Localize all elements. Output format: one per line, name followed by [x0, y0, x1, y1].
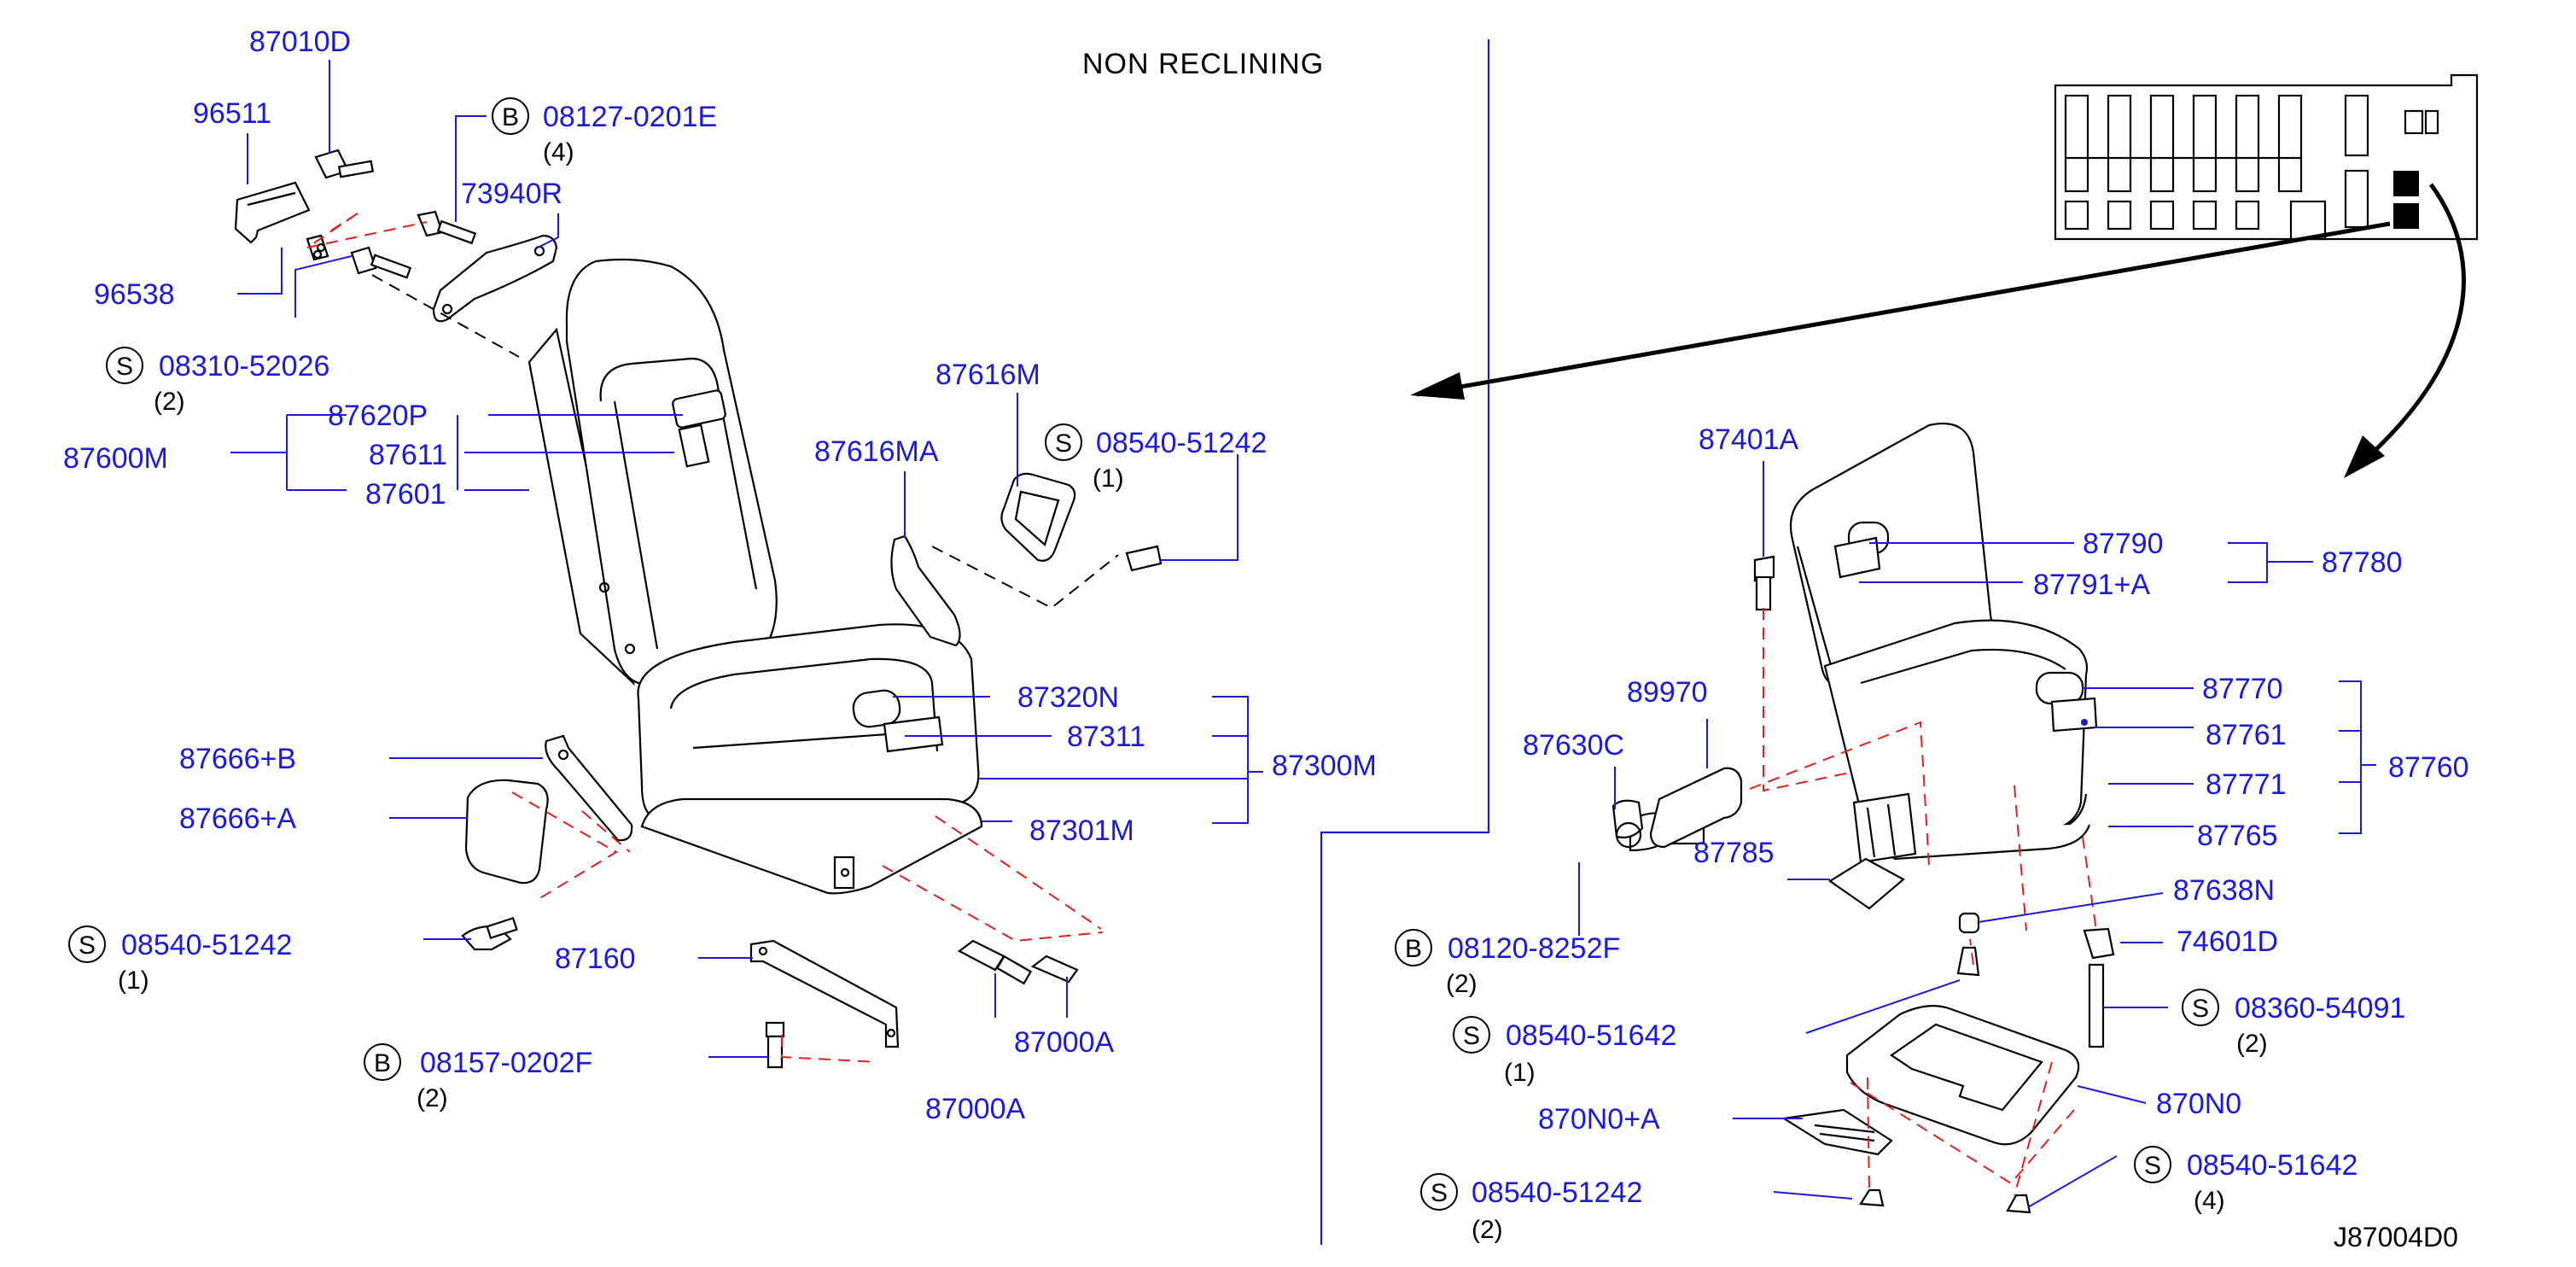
part-08360-54091[interactable]: 08360-54091: [2235, 992, 2405, 1025]
left-hidden-lines: [306, 211, 1119, 1063]
part-08120-8252F[interactable]: 08120-8252F: [1448, 932, 1620, 965]
part-08540-51642-b[interactable]: 08540-51642: [2187, 1149, 2357, 1182]
bolt-icon: [364, 1043, 401, 1081]
screw-prefix: S: [1431, 1179, 1448, 1207]
part-96511[interactable]: 96511: [193, 97, 271, 130]
part-08157-0202F[interactable]: 08157-0202F: [420, 1047, 592, 1079]
part-870N0A[interactable]: 870N0+A: [1538, 1103, 1660, 1136]
qty-08540-51642-b: (4): [2194, 1187, 2225, 1215]
part-08127-0201E[interactable]: 08127-0201E: [543, 101, 717, 133]
part-87300M[interactable]: 87300M: [1272, 750, 1377, 782]
screw-prefix: S: [2144, 1152, 2161, 1180]
part-08310-52026[interactable]: 08310-52026: [159, 350, 329, 382]
qty-08120-8252F: (2): [1446, 970, 1477, 998]
screw-prefix: S: [1463, 1022, 1480, 1050]
part-89970[interactable]: 89970: [1627, 676, 1708, 709]
screw-icon: [1420, 1173, 1458, 1211]
part-08540-51242-b[interactable]: 08540-51242: [121, 929, 292, 961]
qty-08540-51242-b: (1): [118, 966, 149, 995]
part-87790[interactable]: 87790: [2083, 528, 2164, 560]
part-96538[interactable]: 96538: [94, 278, 175, 311]
qty-08540-51242-a: (1): [1093, 464, 1124, 493]
screw-icon: [2182, 989, 2219, 1026]
bolt-prefix: B: [374, 1049, 391, 1077]
part-08540-51642-a[interactable]: 08540-51642: [1506, 1019, 1676, 1052]
screw-icon: [106, 347, 143, 384]
part-87616M[interactable]: 87616M: [935, 359, 1040, 391]
drawing-code: J87004D0: [2334, 1222, 2458, 1252]
seat-back-drawing: [527, 258, 778, 686]
part-87760[interactable]: 87760: [2388, 751, 2469, 784]
qty-08157-0202F: (2): [417, 1084, 448, 1112]
seat-mount-drawing: [461, 917, 1079, 1069]
bolt-prefix: B: [1405, 935, 1422, 963]
part-87601[interactable]: 87601: [365, 478, 446, 511]
part-87620P[interactable]: 87620P: [328, 400, 428, 432]
screw-prefix: S: [116, 353, 133, 381]
part-87600M[interactable]: 87600M: [63, 442, 168, 475]
part-87666A[interactable]: 87666+A: [179, 803, 296, 835]
section-divider: [1320, 39, 1490, 1245]
screw-icon: [1045, 423, 1082, 461]
part-87770[interactable]: 87770: [2202, 673, 2283, 705]
screw-icon: [68, 925, 106, 963]
part-87785[interactable]: 87785: [1693, 837, 1775, 869]
bolt-icon: [1395, 929, 1432, 966]
vehicle-locator-diagram: [2054, 73, 2479, 241]
screw-prefix: S: [79, 931, 96, 960]
part-87765[interactable]: 87765: [2197, 820, 2278, 852]
part-87611[interactable]: 87611: [369, 439, 447, 471]
qty-08540-51642-a: (1): [1504, 1059, 1536, 1087]
side-trim-drawing: [464, 472, 1163, 885]
screw-prefix: S: [2192, 995, 2209, 1023]
part-87320N[interactable]: 87320N: [1017, 681, 1119, 714]
qty-08310-52026: (2): [154, 388, 185, 416]
part-87401A[interactable]: 87401A: [1699, 423, 1799, 456]
part-73940R[interactable]: 73940R: [461, 178, 562, 210]
part-87761[interactable]: 87761: [2206, 719, 2287, 751]
leader-lines: [230, 60, 2376, 1208]
bolt-icon: [492, 97, 529, 135]
qty-08540-51242-c: (2): [1472, 1216, 1503, 1244]
qty-08360-54091: (2): [2236, 1030, 2268, 1058]
part-87771[interactable]: 87771: [2206, 768, 2287, 801]
screw-icon: [2134, 1146, 2171, 1183]
screw-icon: [1453, 1016, 1490, 1054]
right-hidden-lines: [1749, 608, 2097, 1196]
part-87638N[interactable]: 87638N: [2173, 874, 2275, 907]
locator-arrows: [1410, 183, 2466, 478]
part-87000A-a[interactable]: 87000A: [1014, 1026, 1115, 1059]
part-08540-51242-a[interactable]: 08540-51242: [1096, 427, 1267, 459]
part-870N0[interactable]: 870N0: [2156, 1088, 2241, 1120]
diagram-title: NON RECLINING: [1082, 48, 1324, 80]
headrest-hardware-drawing: [234, 149, 558, 323]
qty-08127-0201E: (4): [543, 138, 574, 166]
seat-cushion-drawing: [637, 623, 983, 895]
right-seat-drawing: [1611, 423, 2115, 1214]
bolt-prefix: B: [502, 103, 519, 131]
screw-prefix: S: [1055, 429, 1072, 458]
part-87791A[interactable]: 87791+A: [2033, 569, 2150, 601]
part-87000A-b[interactable]: 87000A: [925, 1093, 1026, 1125]
part-87301M[interactable]: 87301M: [1029, 814, 1134, 847]
part-87666B[interactable]: 87666+B: [179, 743, 296, 775]
part-87160[interactable]: 87160: [555, 943, 636, 975]
part-87630C[interactable]: 87630C: [1523, 729, 1624, 762]
part-87311[interactable]: 87311: [1067, 721, 1145, 753]
part-87616MA[interactable]: 87616MA: [814, 435, 939, 468]
part-08540-51242-c[interactable]: 08540-51242: [1472, 1176, 1642, 1209]
part-87780[interactable]: 87780: [2322, 546, 2403, 579]
part-74601D[interactable]: 74601D: [2177, 925, 2278, 958]
part-87010D[interactable]: 87010D: [249, 26, 351, 58]
